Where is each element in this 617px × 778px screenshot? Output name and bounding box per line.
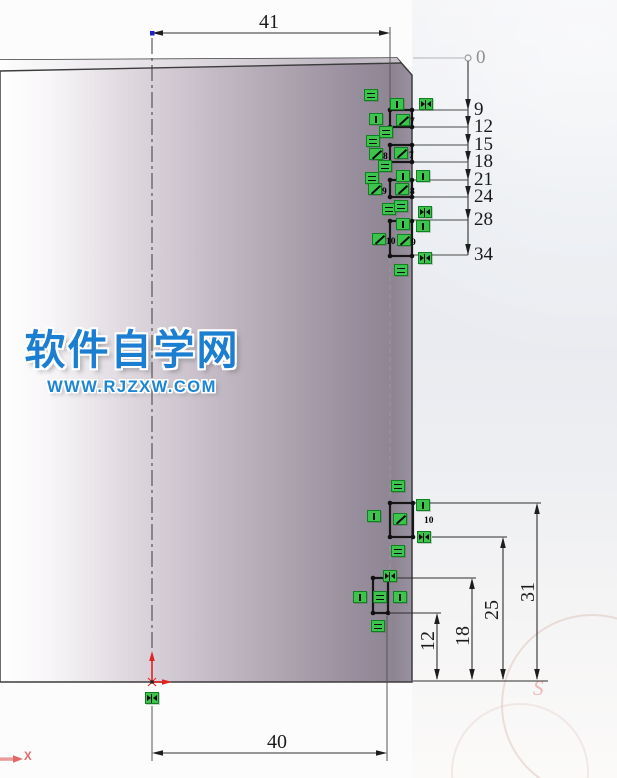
relation-number: 9	[411, 238, 416, 248]
viewport-background	[412, 0, 617, 778]
collinear-relation-icon[interactable]	[396, 114, 410, 126]
symmetric-relation-icon[interactable]	[418, 252, 432, 264]
equal-relation-icon[interactable]	[391, 480, 405, 492]
part-top-band[interactable]	[0, 58, 401, 71]
watermark-flourish-letter: S	[533, 676, 544, 700]
dim-label-41[interactable]: 41	[259, 11, 279, 33]
equal-relation-icon[interactable]	[382, 203, 396, 215]
dim-label-18-vertical[interactable]: 18	[452, 626, 474, 646]
vertical-relation-icon[interactable]	[353, 591, 367, 603]
ordinate-dimensions[interactable]	[413, 54, 472, 256]
vertical-relation-icon[interactable]	[367, 510, 381, 522]
ordinate-label-34[interactable]: 34	[474, 244, 493, 265]
equal-relation-icon[interactable]	[366, 135, 380, 147]
collinear-relation-icon[interactable]	[394, 147, 408, 159]
ordinate-label-12[interactable]: 12	[474, 116, 493, 137]
sketch-vertex-dots[interactable]	[370, 107, 416, 616]
ordinate-label-0[interactable]: 0	[476, 47, 486, 68]
collinear-relation-icon[interactable]	[393, 513, 407, 525]
vertical-relation-icon[interactable]	[416, 170, 430, 182]
equal-relation-icon[interactable]	[391, 545, 405, 557]
collinear-relation-icon[interactable]	[397, 234, 411, 246]
vertical-relation-icon[interactable]	[416, 499, 430, 511]
equal-relation-icon[interactable]	[378, 160, 392, 172]
symmetric-relation-icon[interactable]	[383, 570, 397, 582]
part-top-inner-edge[interactable]	[0, 62, 402, 72]
ordinate-leaders	[414, 109, 468, 256]
vertical-dimensions[interactable]	[389, 502, 548, 682]
sketch-point-top[interactable]	[150, 31, 155, 36]
ordinate-label-18[interactable]: 18	[474, 151, 493, 172]
triad-x-label[interactable]: X	[24, 751, 32, 763]
equal-relation-icon[interactable]	[371, 620, 385, 632]
relation-number: 8	[383, 152, 388, 162]
watermark-flourish-arcs	[451, 614, 617, 778]
sketch-geometry[interactable]	[371, 108, 415, 615]
vertical-relation-icon[interactable]	[369, 113, 383, 125]
vertical-relation-icon[interactable]	[396, 218, 410, 230]
relation-number: 10	[386, 237, 396, 247]
dim-label-31-vertical[interactable]: 31	[517, 582, 539, 602]
equal-relation-icon[interactable]	[364, 89, 378, 101]
collinear-relation-icon[interactable]	[368, 183, 382, 195]
ordinate-origin-marker[interactable]	[464, 54, 472, 62]
collinear-relation-icon[interactable]	[372, 233, 386, 245]
ordinate-arrows	[465, 99, 471, 255]
part-face[interactable]	[0, 57, 413, 683]
vertical-relation-icon[interactable]	[390, 98, 404, 110]
dimension-40[interactable]	[151, 616, 388, 761]
symmetric-relation-icon[interactable]	[419, 98, 433, 110]
part-model[interactable]	[0, 57, 413, 683]
relation-number: 8	[410, 187, 415, 197]
vertical-relation-icon[interactable]	[396, 170, 410, 182]
dim-label-40[interactable]: 40	[267, 731, 287, 753]
dimension-41[interactable]	[150, 27, 391, 108]
ordinate-label-21[interactable]: 21	[474, 169, 493, 190]
view-triad-x-arrow[interactable]	[0, 755, 23, 763]
collinear-relation-icon[interactable]	[395, 183, 409, 195]
relation-number: 7	[410, 117, 415, 127]
vertical-relation-icon[interactable]	[416, 220, 430, 232]
sketch-origin[interactable]	[147, 651, 172, 687]
equal-relation-icon[interactable]	[379, 126, 393, 138]
symmetric-relation-icon[interactable]	[417, 531, 431, 543]
collinear-relation-icon[interactable]	[369, 148, 383, 160]
relation-number: 9	[382, 187, 387, 197]
ordinate-label-24[interactable]: 24	[474, 186, 493, 207]
equal-relation-icon[interactable]	[394, 264, 408, 276]
ordinate-label-15[interactable]: 15	[474, 134, 493, 155]
equal-relation-icon[interactable]	[373, 591, 387, 603]
relation-number: 10	[424, 516, 434, 526]
dim-label-12-vertical[interactable]: 12	[417, 631, 439, 651]
symmetric-relation-icon[interactable]	[418, 206, 432, 218]
equal-relation-icon[interactable]	[394, 200, 408, 212]
vertical-relation-icon[interactable]	[393, 591, 407, 603]
relation-number: 7	[409, 151, 414, 161]
dim-label-25-vertical[interactable]: 25	[481, 600, 503, 620]
symmetric-relation-icon[interactable]	[145, 692, 159, 704]
ordinate-label-9[interactable]: 9	[474, 99, 484, 120]
ordinate-label-28[interactable]: 28	[474, 209, 493, 230]
